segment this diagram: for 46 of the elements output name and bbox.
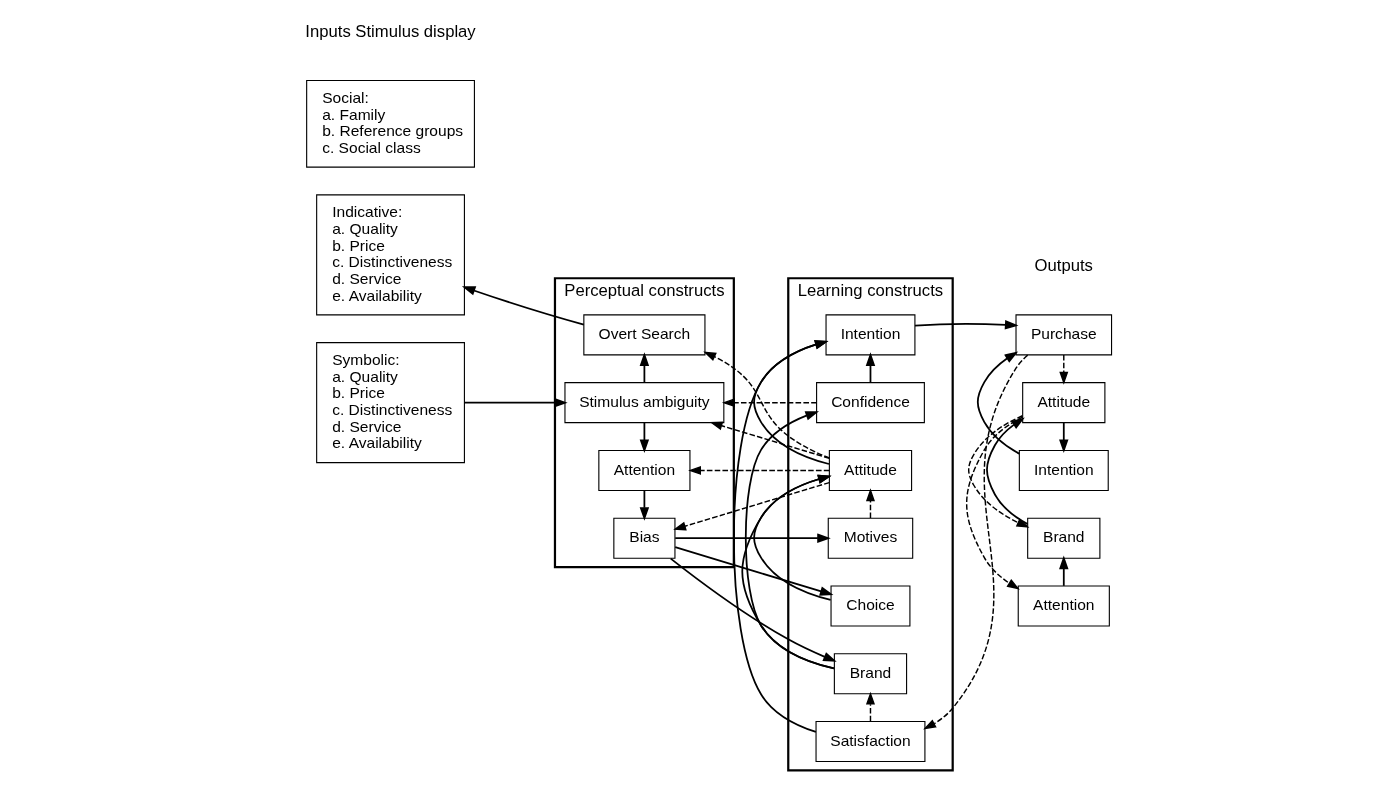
- arrow: [721, 398, 817, 408]
- label: Outputs: [1034, 256, 1093, 276]
- arrow: [752, 340, 830, 465]
- arrow: [461, 286, 585, 326]
- arrow: [1058, 555, 1069, 587]
- arrow: [463, 397, 568, 408]
- arrow: [740, 474, 835, 670]
- arrow: [732, 340, 828, 733]
- node-box: Stimulus ambiguity: [563, 382, 724, 424]
- arrow: [673, 533, 831, 543]
- node-box: Brand: [833, 653, 907, 695]
- arrow: [669, 557, 837, 662]
- node-box: Choice: [830, 585, 910, 627]
- arrow: [1058, 421, 1069, 453]
- arrow: [709, 421, 830, 459]
- node-box: Attention: [1017, 585, 1110, 627]
- node-box: Overt Search: [582, 314, 705, 356]
- node-box: Indicative: a. Quality b. Price c. Distinctiveness d. Service e. Availability: [315, 194, 465, 316]
- arrow: [672, 481, 830, 531]
- node-box: Attention: [597, 449, 690, 491]
- arrow: [752, 474, 832, 601]
- node-box: Attitude: [1021, 382, 1105, 424]
- node-box: Brand: [1026, 517, 1100, 559]
- arrow: [976, 351, 1020, 455]
- arrow: [865, 488, 875, 519]
- label: Inputs Stimulus display: [304, 21, 476, 41]
- arrow: [913, 320, 1018, 330]
- node-box: Purchase: [1014, 314, 1112, 356]
- node-box: Bias: [612, 517, 675, 559]
- arrow: [687, 465, 830, 475]
- arrow: [673, 546, 833, 596]
- arrow: [965, 416, 1023, 590]
- node-box: Intention: [825, 314, 915, 356]
- node-box: Intention: [1018, 449, 1109, 491]
- node-box: Satisfaction: [815, 720, 925, 763]
- arrow: [1058, 354, 1068, 385]
- arrow: [967, 415, 1029, 528]
- arrow: [865, 691, 875, 723]
- arrow: [922, 354, 1028, 730]
- arrow: [985, 417, 1029, 525]
- node-box: Motives: [827, 517, 913, 559]
- node-box: Attitude: [828, 449, 912, 491]
- arrow: [702, 351, 830, 459]
- node-box: Confidence: [815, 382, 925, 424]
- node-box: Social: a. Family b. Reference groups c. Social class: [305, 79, 475, 168]
- node-box: Symbolic: a. Quality b. Price c. Distinctiveness d. Service e. Availability: [315, 342, 465, 464]
